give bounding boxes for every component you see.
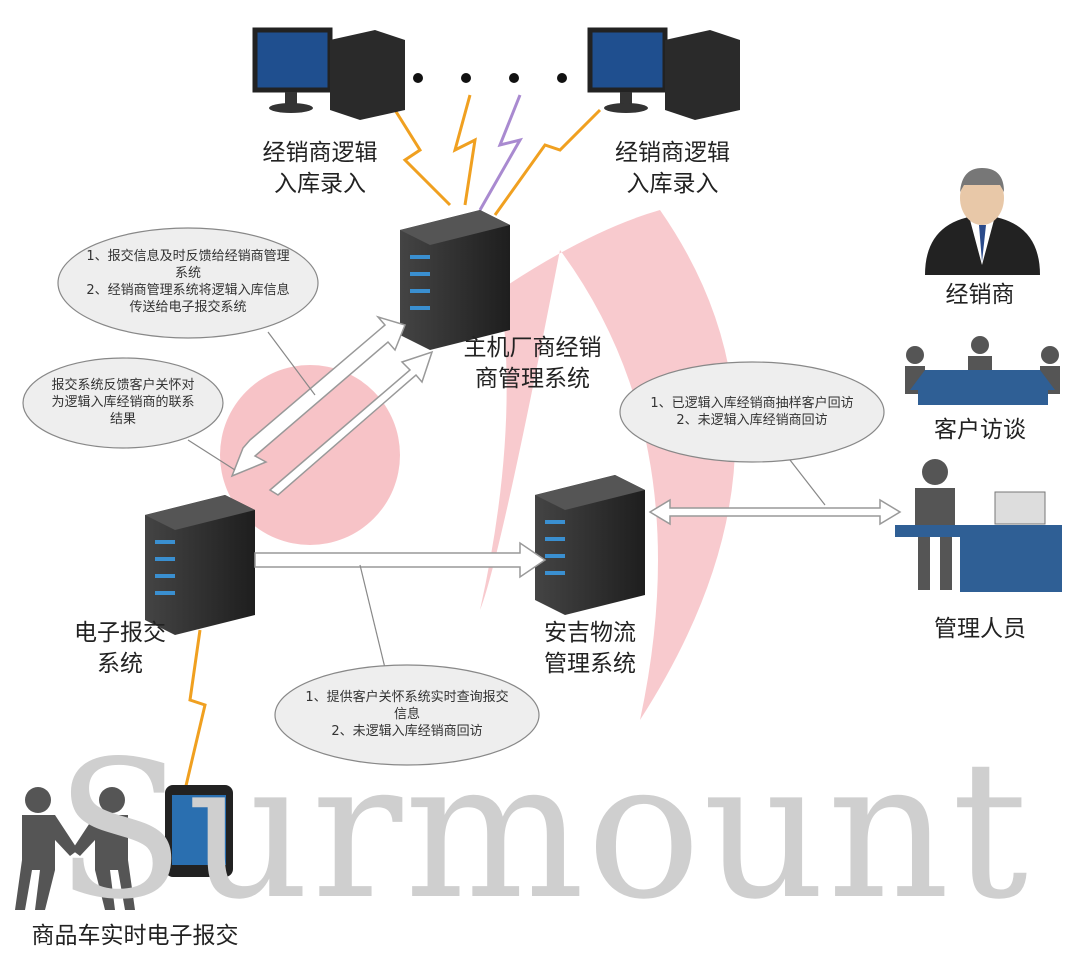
ereport-server-icon [145,495,255,635]
callouts [22,227,885,766]
label-oem-system: 主机厂商经销 商管理系统 [463,335,602,392]
arrows [230,315,902,579]
customer-interview-icon [905,336,1060,405]
label-dealer-input-left: 经销商逻辑 入库录入 [262,140,378,197]
handshake-icon [15,787,135,910]
note-logistics-query: 1、提供客户关怀系统实时查询报交 信息 2、未逻辑入库经销商回访 [305,690,509,739]
label-ereport-system: 电子报交 系统 [74,620,166,677]
watermark-text: Surmount [55,720,1030,941]
ellipsis-dots [413,73,567,83]
oem-server-icon [400,210,510,350]
label-logistics-system: 安吉物流 管理系统 [544,620,636,677]
manager-icon [895,459,1062,592]
wireless-bolts [183,94,602,791]
label-customer-interview: 客户访谈 [934,417,1026,443]
note-oem-feedback: 1、报交信息及时反馈给经销商管理 系统 2、经销商管理系统将逻辑入库信息 传送给… [86,249,290,315]
computer-icon-right [590,30,740,120]
note-visit: 1、已逻辑入库经销商抽样客户回访 2、未逻辑入库经销商回访 [650,396,854,428]
label-manager: 管理人员 [934,616,1026,642]
label-realtime-report: 商品车实时电子报交 [31,923,239,949]
computer-icon-left [255,30,405,120]
label-dealer: 经销商 [945,282,1015,308]
label-dealer-input-right: 经销商逻辑 入库录入 [615,140,730,197]
note-care-feedback: 报交系统反馈客户关怀对 为逻辑入库经销商的联系 结果 [51,378,195,427]
pink-crescent [480,210,736,720]
tablet-icon [165,785,233,877]
logistics-server-icon [535,475,645,615]
dealer-icon [925,168,1040,275]
